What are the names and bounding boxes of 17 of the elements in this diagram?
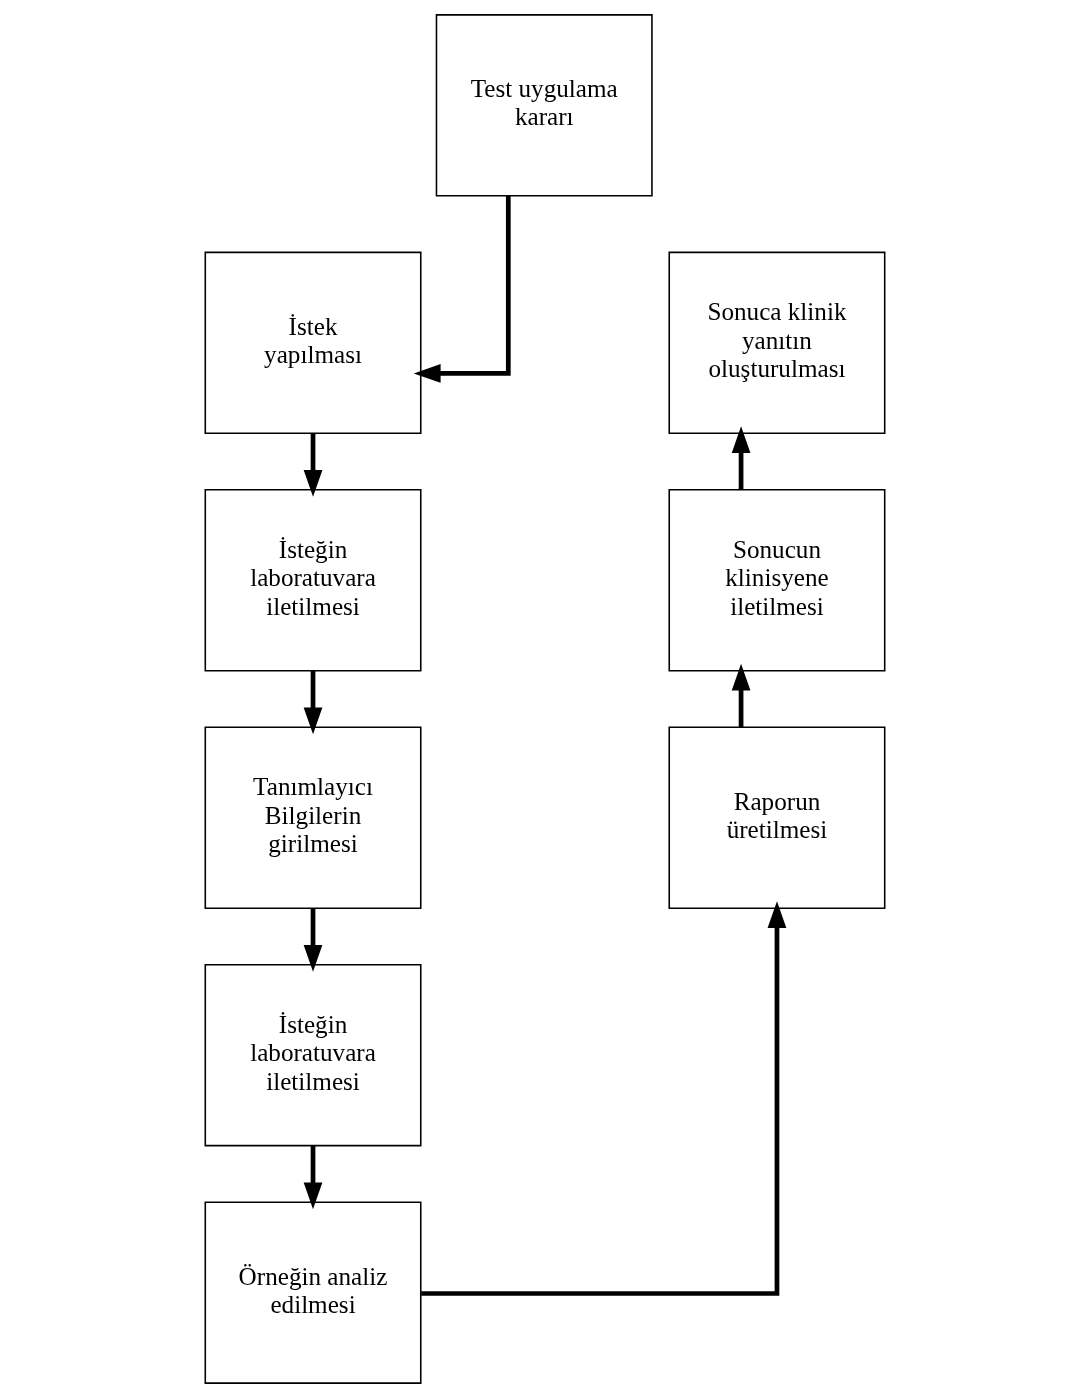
node-box: Tanımlayıcı Bilgilerin girilmesi bbox=[204, 726, 422, 909]
node-box: Sonuca klinik yanıtın oluşturulması bbox=[667, 251, 885, 434]
arrow bbox=[731, 426, 750, 490]
arrow bbox=[303, 1145, 322, 1210]
arrow bbox=[420, 901, 786, 1296]
node-box: İstek yapılması bbox=[204, 251, 422, 434]
node-box: Raporun üretilmesi bbox=[667, 726, 885, 909]
arrow bbox=[303, 908, 322, 972]
arrow bbox=[303, 433, 322, 497]
arrow bbox=[413, 196, 511, 383]
node-box: İsteğin laboratuvara iletilmesi bbox=[204, 964, 422, 1147]
arrow bbox=[731, 663, 750, 728]
node-box: Örneğin analiz edilmesi bbox=[204, 1201, 422, 1384]
node-box: Sonucun klinisyene iletilmesi bbox=[667, 489, 885, 672]
node-box: İsteğin laboratuvara iletilmesi bbox=[204, 489, 422, 672]
node-box: Test uygulama kararı bbox=[435, 14, 653, 197]
arrow bbox=[303, 670, 322, 735]
